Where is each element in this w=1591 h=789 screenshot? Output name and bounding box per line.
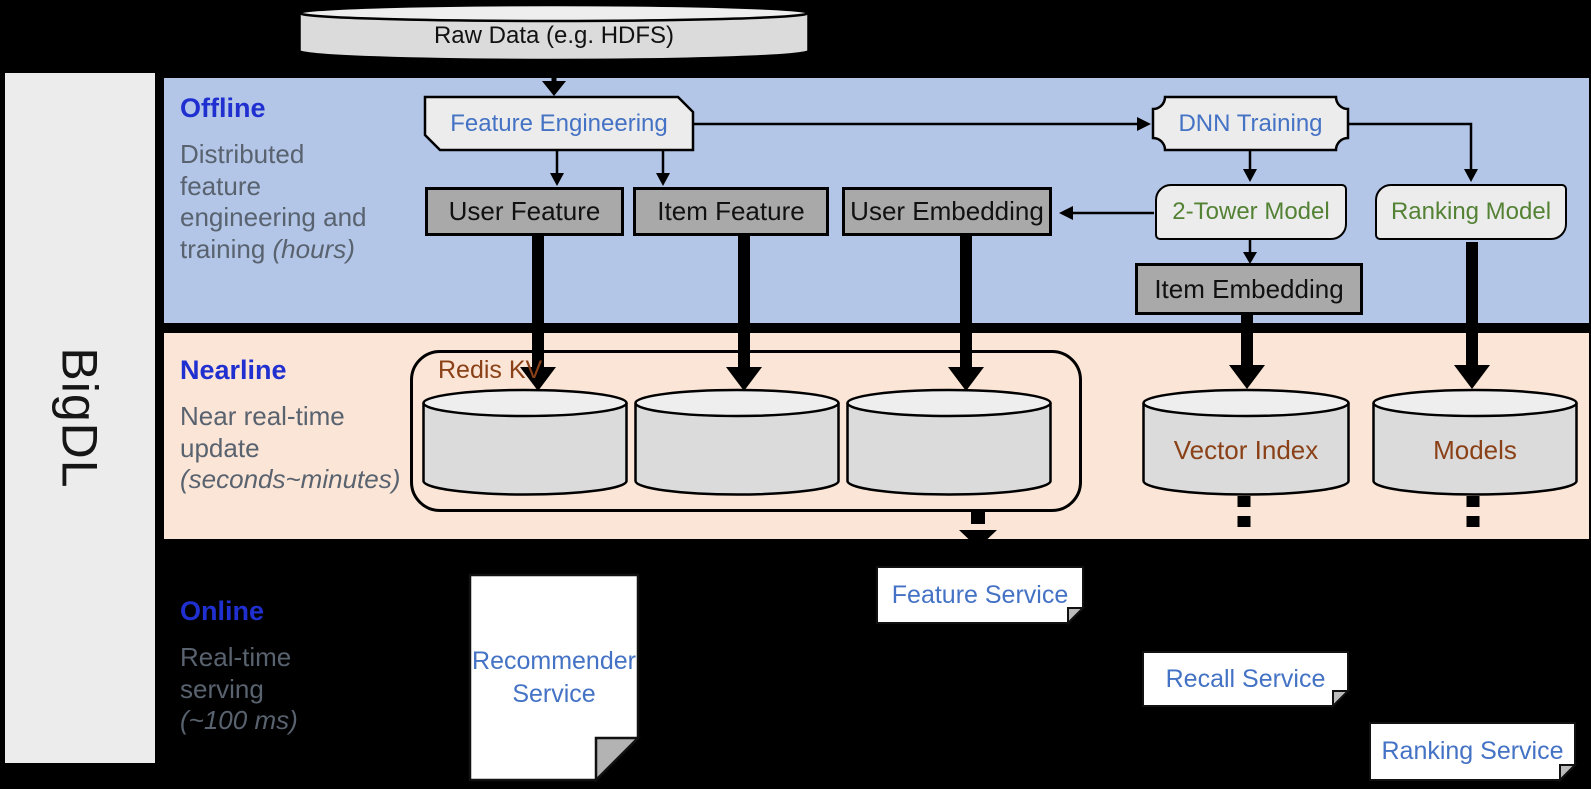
online-section-caption: Online Real-time serving (~100 ms): [180, 596, 330, 737]
node-feature-engineering: Feature Engineering: [423, 95, 695, 152]
nearline-section-title: Nearline: [180, 355, 287, 385]
offline-desc-note: (hours): [272, 234, 355, 265]
redis-store-cylinder-2: [634, 388, 840, 496]
feature-service-label: Feature Service: [891, 580, 1069, 609]
ranking-model-label: Ranking Model: [1390, 198, 1552, 225]
user-embedding-label: User Embedding: [850, 196, 1044, 226]
node-ranking-model: Ranking Model: [1375, 184, 1567, 240]
nearline-desc-note: (seconds~minutes): [180, 464, 401, 495]
online-desc-note: (~100 ms): [180, 705, 298, 736]
offline-section-desc: Distributed feature engineering and trai…: [180, 139, 385, 266]
nearline-section-desc: Near real-time update (seconds~minutes): [180, 401, 405, 496]
cylinder-shape: [634, 388, 840, 496]
node-ranking-service: Ranking Service: [1369, 722, 1578, 783]
node-recommender-service: Recommender Service: [468, 573, 642, 784]
bigdl-sidebar: BigDL: [5, 73, 155, 763]
bigdl-logo-text: BigDL: [52, 347, 108, 489]
cylinder-shape: [1142, 388, 1350, 496]
nearline-section-caption: Nearline Near real-time update (seconds~…: [180, 355, 405, 496]
offline-desc-text: Distributed feature engineering and trai…: [180, 139, 367, 265]
node-models: Models: [1372, 388, 1578, 496]
node-dnn-training: DNN Training: [1151, 95, 1350, 152]
raw-data-label: Raw Data (e.g. HDFS): [433, 21, 675, 49]
node-user-feature: User Feature: [425, 187, 624, 236]
cylinder-shape: [846, 388, 1052, 496]
node-vector-index: Vector Index: [1142, 388, 1350, 496]
redis-store-cylinder-3: [846, 388, 1052, 496]
node-feature-service: Feature Service: [876, 566, 1086, 626]
folded-corner-shape: [876, 566, 1086, 626]
document-folded-corner-shape: [468, 573, 642, 784]
folded-corner-shape: [1142, 651, 1351, 709]
redis-store-cylinder-1: [422, 388, 628, 496]
cylinder-shape: [1372, 388, 1578, 496]
item-embedding-label: Item Embedding: [1154, 273, 1344, 304]
snip-corner-shape: [423, 95, 695, 152]
user-feature-label: User Feature: [448, 196, 601, 226]
plaque-shape: [1151, 95, 1350, 152]
feature-engineering-label: Feature Engineering: [450, 109, 668, 137]
online-desc-text: Real-time serving: [180, 642, 292, 704]
models-label: Models: [1433, 434, 1517, 465]
raw-data-cylinder: Raw Data (e.g. HDFS): [298, 3, 810, 62]
redis-kv-label: Redis KV: [438, 356, 543, 384]
two-tower-model-label: 2-Tower Model: [1172, 198, 1330, 225]
node-item-feature: Item Feature: [633, 187, 829, 236]
dnn-training-label: DNN Training: [1178, 109, 1323, 137]
cylinder-shape: [422, 388, 628, 496]
node-two-tower-model: 2-Tower Model: [1155, 184, 1347, 240]
recall-service-label: Recall Service: [1165, 664, 1326, 693]
node-item-embedding: Item Embedding: [1135, 263, 1363, 315]
item-feature-label: Item Feature: [657, 196, 805, 226]
online-section-title: Online: [180, 596, 265, 626]
nearline-desc-text: Near real-time update: [180, 401, 345, 463]
offline-section-title: Offline: [180, 93, 266, 123]
cylinder-shape: [298, 3, 810, 62]
node-user-embedding: User Embedding: [842, 187, 1052, 236]
vector-index-label: Vector Index: [1173, 434, 1319, 465]
recommender-service-label: Recommender Service: [472, 647, 636, 708]
node-recall-service: Recall Service: [1142, 651, 1351, 709]
ranking-service-label: Ranking Service: [1381, 737, 1564, 765]
offline-section-caption: Offline Distributed feature engineering …: [180, 93, 385, 266]
folded-corner-shape: [1369, 722, 1578, 783]
online-section-desc: Real-time serving (~100 ms): [180, 642, 330, 737]
